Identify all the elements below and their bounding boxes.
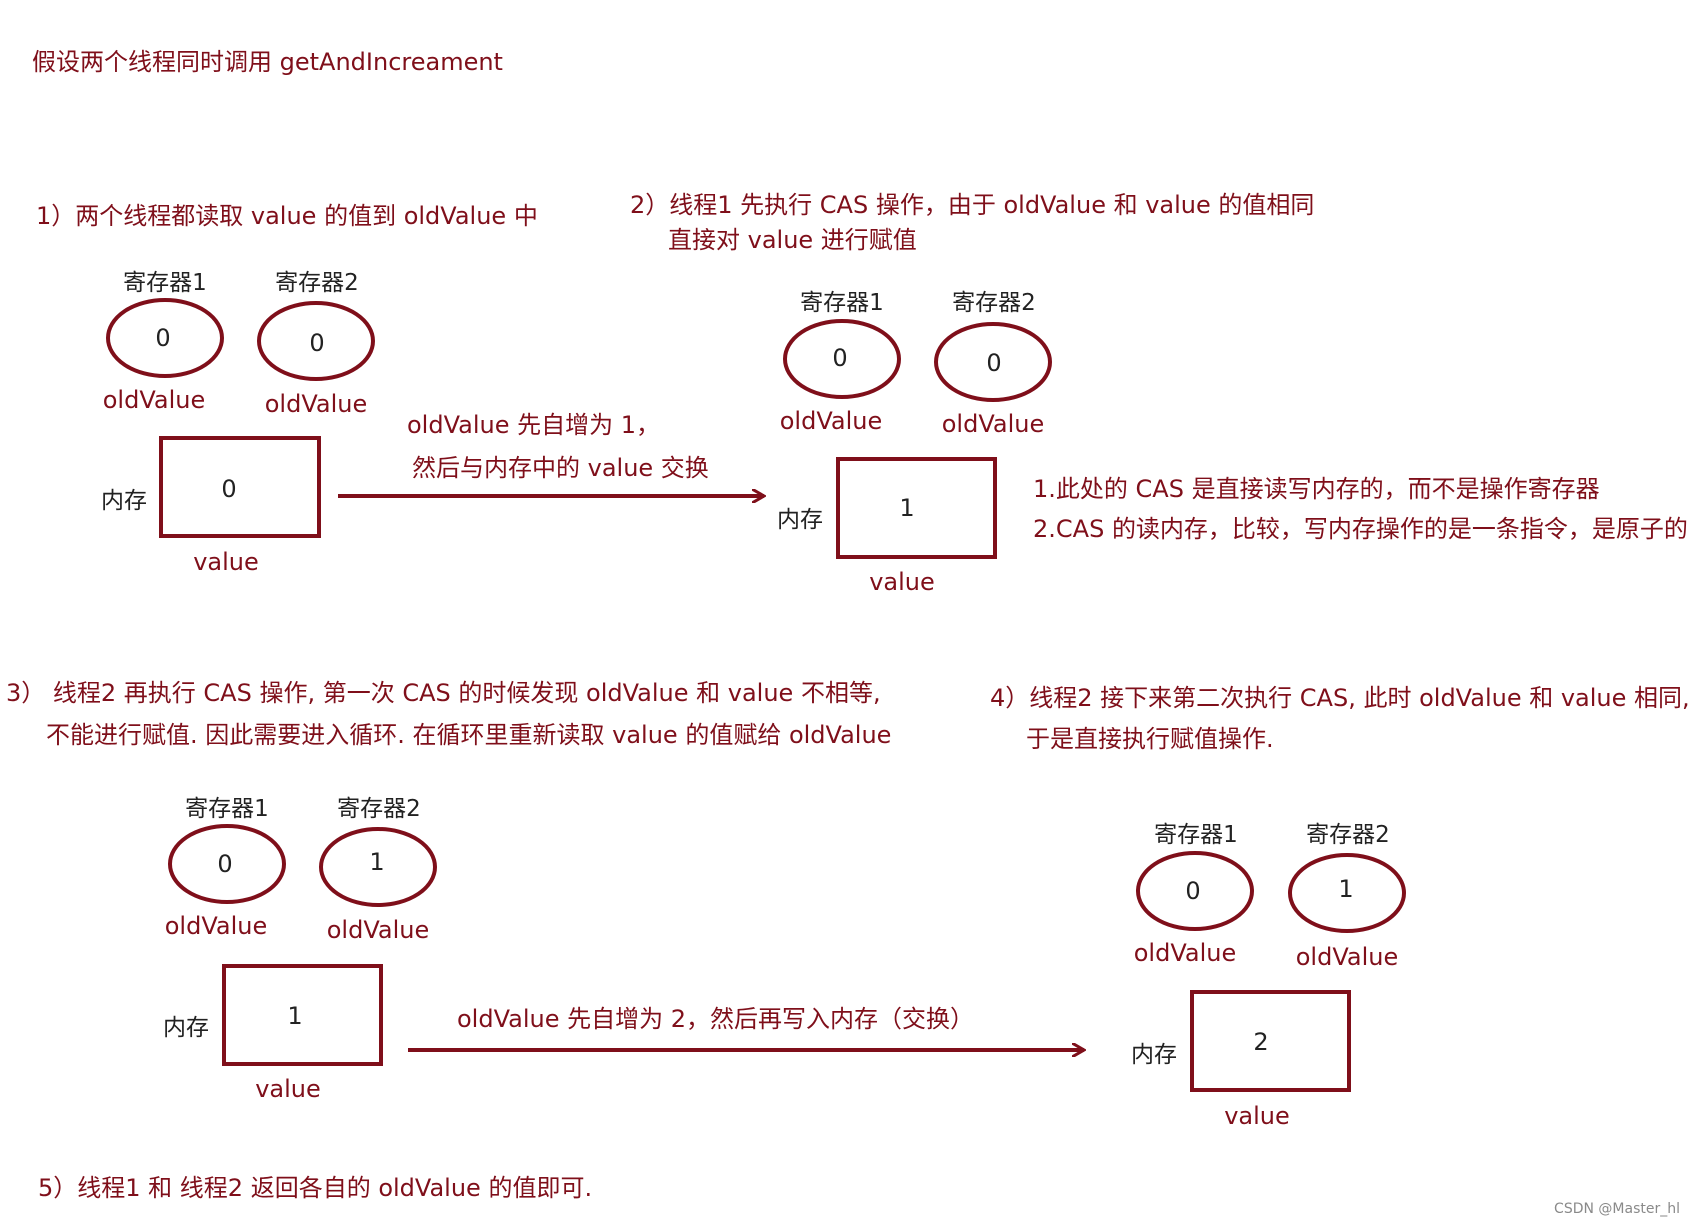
- step-5-caption: 5）线程1 和 线程2 返回各自的 oldValue 的值即可.: [38, 1174, 592, 1202]
- memory-label: 内存: [163, 1015, 209, 1041]
- step-2-caption-line1: 2）线程1 先执行 CAS 操作，由于 oldValue 和 value 的值相…: [630, 191, 1314, 219]
- step-4-caption-line1: 4）线程2 接下来第二次执行 CAS, 此时 oldValue 和 value …: [990, 684, 1688, 712]
- memory-box: [222, 964, 383, 1066]
- memory-box: [1190, 990, 1351, 1092]
- register-2-oldvalue-label: oldValue: [1296, 943, 1399, 971]
- watermark: CSDN @Master_hl: [1554, 1201, 1680, 1217]
- register-1: [1136, 851, 1254, 931]
- step-2-caption-line2: 直接对 value 进行赋值: [668, 226, 917, 254]
- register-1-label: 寄存器1: [800, 290, 884, 316]
- register-1-value: 0: [1185, 877, 1200, 905]
- register-2: [1288, 853, 1406, 933]
- step-3-caption-line2: 不能进行赋值. 因此需要进入循环. 在循环里重新读取 value 的值赋给 ol…: [46, 721, 891, 749]
- register-2-oldvalue-label: oldValue: [942, 410, 1045, 438]
- register-1-oldvalue-label: oldValue: [103, 386, 206, 414]
- memory-label: 内存: [777, 507, 823, 533]
- register-1: [106, 298, 224, 378]
- register-1-label: 寄存器1: [123, 270, 207, 296]
- register-2-value: 0: [986, 349, 1001, 377]
- register-2: [934, 322, 1052, 402]
- memory-value: 1: [287, 1002, 302, 1030]
- register-2-label: 寄存器2: [952, 290, 1036, 316]
- note-2: 2.CAS 的读内存，比较，写内存操作的是一条指令，是原子的: [1033, 515, 1688, 543]
- register-2-label: 寄存器2: [1306, 822, 1390, 848]
- arrow-1-caption-line2: 然后与内存中的 value 交换: [412, 454, 709, 482]
- memory-label: 内存: [101, 488, 147, 514]
- register-1-label: 寄存器1: [185, 796, 269, 822]
- register-2-value: 1: [1338, 875, 1353, 903]
- register-2-label: 寄存器2: [275, 270, 359, 296]
- memory-box: [836, 457, 997, 559]
- arrow-1: oldValue 先自增为 1， 然后与内存中的 value 交换: [338, 411, 764, 496]
- note-1: 1.此处的 CAS 是直接读写内存的，而不是操作寄存器: [1033, 475, 1600, 503]
- value-label: value: [193, 548, 259, 576]
- memory-label: 内存: [1131, 1042, 1177, 1068]
- register-1: [168, 824, 286, 904]
- step-1-caption: 1）两个线程都读取 value 的值到 oldValue 中: [36, 202, 538, 230]
- memory-box: [159, 436, 321, 538]
- step-2: 2）线程1 先执行 CAS 操作，由于 oldValue 和 value 的值相…: [630, 191, 1314, 596]
- step-4-caption-line2: 于是直接执行赋值操作.: [1026, 725, 1274, 753]
- register-2: [319, 827, 437, 907]
- value-label: value: [1224, 1102, 1290, 1130]
- register-1-value: 0: [832, 344, 847, 372]
- register-1-oldvalue-label: oldValue: [1134, 939, 1237, 967]
- arrow-2-caption: oldValue 先自增为 2，然后再写入内存（交换）: [457, 1005, 974, 1033]
- value-label: value: [869, 568, 935, 596]
- notes: 1.此处的 CAS 是直接读写内存的，而不是操作寄存器 2.CAS 的读内存，比…: [1033, 475, 1688, 543]
- step-1: 1）两个线程都读取 value 的值到 oldValue 中 寄存器1 0 ol…: [36, 202, 538, 576]
- memory-value: 1: [899, 494, 914, 522]
- register-2: [257, 301, 375, 381]
- step-3-caption-line1: 3） 线程2 再执行 CAS 操作, 第一次 CAS 的时候发现 oldValu…: [6, 679, 881, 707]
- register-1-value: 0: [217, 850, 232, 878]
- register-2-value: 0: [309, 329, 324, 357]
- page-title: 假设两个线程同时调用 getAndIncreament: [32, 48, 503, 76]
- memory-value: 0: [221, 475, 236, 503]
- register-2-value: 1: [369, 848, 384, 876]
- register-1-oldvalue-label: oldValue: [780, 407, 883, 435]
- register-1-oldvalue-label: oldValue: [165, 912, 268, 940]
- memory-value: 2: [1253, 1028, 1268, 1056]
- register-2-oldvalue-label: oldValue: [265, 390, 368, 418]
- value-label: value: [255, 1075, 321, 1103]
- arrow-1-caption-line1: oldValue 先自增为 1，: [407, 411, 660, 439]
- arrow-2: oldValue 先自增为 2，然后再写入内存（交换）: [408, 1005, 1084, 1050]
- step-3: 3） 线程2 再执行 CAS 操作, 第一次 CAS 的时候发现 oldValu…: [6, 679, 891, 1103]
- register-1: [783, 319, 901, 399]
- register-2-oldvalue-label: oldValue: [327, 916, 430, 944]
- register-1-label: 寄存器1: [1154, 822, 1238, 848]
- register-1-value: 0: [155, 324, 170, 352]
- register-2-label: 寄存器2: [337, 796, 421, 822]
- step-4: 4）线程2 接下来第二次执行 CAS, 此时 oldValue 和 value …: [990, 684, 1688, 1130]
